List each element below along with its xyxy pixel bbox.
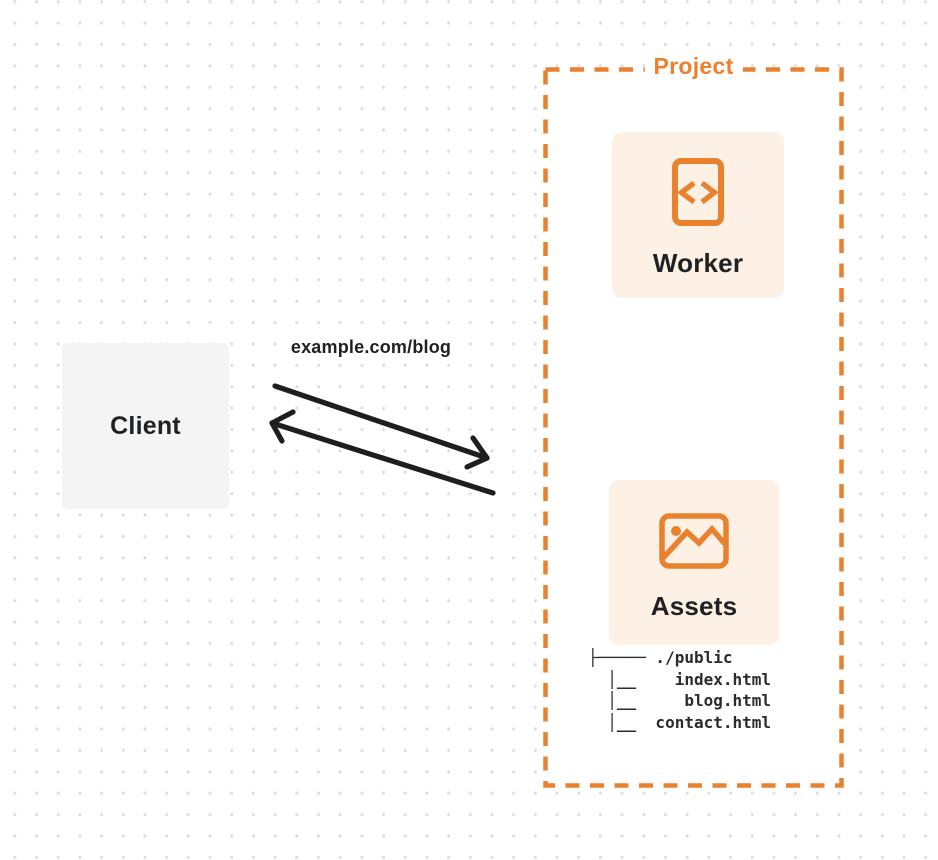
response-arrow bbox=[269, 409, 496, 496]
assets-label: Assets bbox=[650, 591, 738, 621]
client-node: Client bbox=[62, 343, 229, 509]
project-container: Project Worker Assets ├───── ./public │_… bbox=[543, 52, 844, 788]
worker-node: Worker bbox=[612, 132, 784, 298]
request-arrow bbox=[272, 383, 490, 470]
client-label: Client bbox=[110, 411, 181, 440]
code-file-icon bbox=[672, 158, 724, 226]
image-icon bbox=[659, 513, 729, 569]
request-url-label: example.com/blog bbox=[290, 337, 452, 357]
worker-label: Worker bbox=[652, 248, 744, 278]
project-title: Project bbox=[644, 52, 743, 80]
assets-node: Assets bbox=[609, 480, 779, 645]
assets-file-tree: ├───── ./public │__ index.html │__ blog.… bbox=[588, 648, 772, 732]
